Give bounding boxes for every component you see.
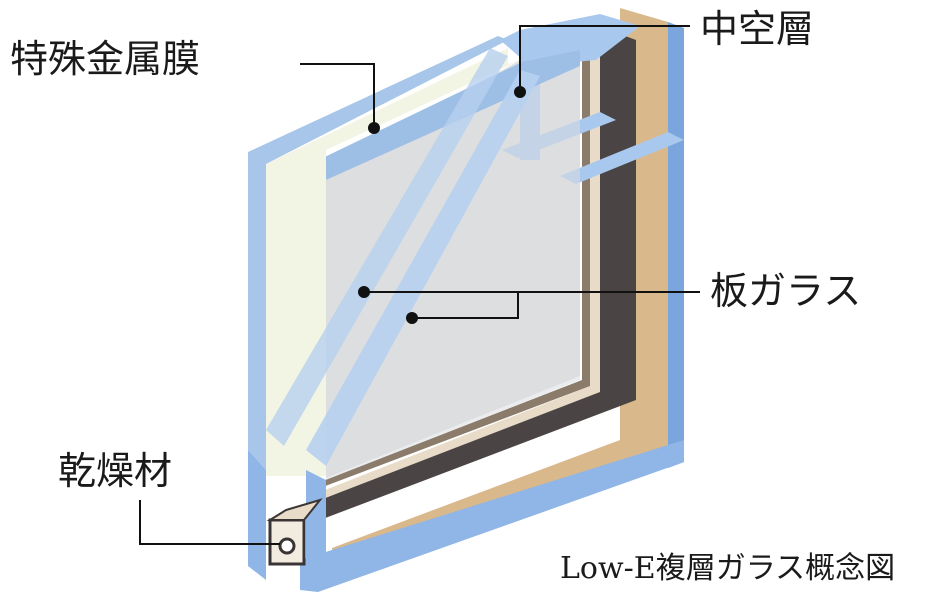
- middle-glass-bottom: [306, 470, 326, 586]
- dot-sheet-glass-b: [406, 312, 418, 324]
- label-sheet-glass: 板ガラス: [710, 269, 862, 313]
- glass-spacer-b: [560, 132, 684, 184]
- diagram-caption: Low-E複層ガラス概念図: [560, 551, 896, 586]
- label-air-layer: 中空層: [700, 7, 815, 51]
- front-glass-bottom: [248, 450, 266, 580]
- leader-desiccant: [139, 500, 280, 545]
- middle-glass-face: [326, 66, 580, 480]
- label-metal-film: 特殊金属膜: [10, 37, 201, 81]
- leader-metal-film: [300, 63, 375, 128]
- middle-glass-pane: [306, 50, 580, 470]
- back-glass-edge: [668, 22, 684, 468]
- desiccant-hole: [278, 537, 296, 555]
- dot-metal-film: [368, 122, 380, 134]
- front-glass-pane: [266, 48, 520, 476]
- front-glass-diag: [266, 48, 508, 446]
- middle-glass-diag: [306, 70, 540, 466]
- dot-sheet-glass-a: [358, 286, 370, 298]
- spacer-dark: [320, 26, 636, 520]
- label-desiccant: 乾燥材: [58, 449, 173, 493]
- leader-air-layer: [519, 25, 690, 92]
- dot-air-layer: [514, 86, 526, 98]
- desiccant-top: [266, 498, 323, 521]
- leader-sheet-glass-b: [412, 292, 519, 319]
- back-glass-bottom-edge: [300, 440, 684, 592]
